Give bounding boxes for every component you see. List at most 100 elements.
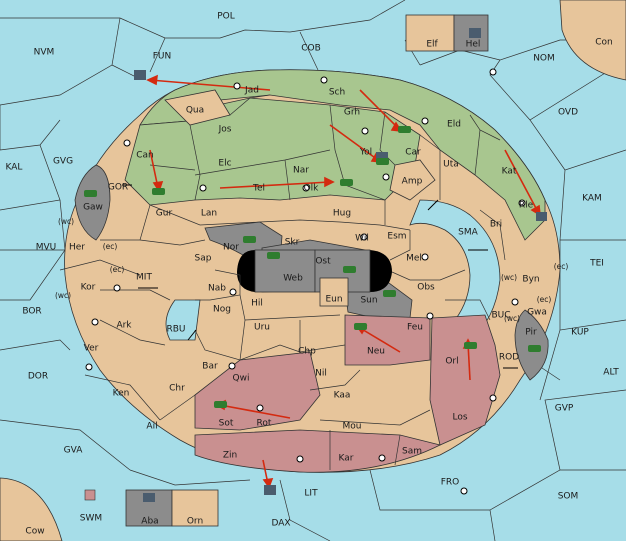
label-wc-kor: (wc) bbox=[55, 291, 71, 300]
label-sma: SMA bbox=[458, 228, 478, 238]
label-nar: Nar bbox=[293, 166, 309, 176]
army-unit[interactable] bbox=[214, 401, 227, 408]
army-unit[interactable] bbox=[528, 345, 541, 352]
army-unit[interactable] bbox=[243, 236, 256, 243]
label-dor: DOR bbox=[28, 372, 48, 382]
label-buc: BUC bbox=[491, 311, 510, 321]
label-alt: ALT bbox=[603, 368, 619, 378]
label-gwa: Gwa bbox=[527, 308, 547, 318]
label-rot: Rot bbox=[257, 419, 272, 429]
label-kaa: Kaa bbox=[334, 391, 351, 401]
fleet-unit[interactable] bbox=[84, 489, 96, 501]
label-grh: Grh bbox=[344, 108, 360, 118]
label-som: SOM bbox=[558, 492, 579, 502]
label-kor: Kor bbox=[81, 283, 96, 293]
label-ark: Ark bbox=[116, 321, 132, 331]
label-qua: Qua bbox=[186, 106, 204, 116]
label-ovd: OVD bbox=[558, 108, 578, 118]
label-zin: Zin bbox=[223, 451, 237, 461]
fleet-unit[interactable] bbox=[264, 485, 276, 495]
map-labels: POL NVM FUN COB Elf Hel NOM Con OVD KAL … bbox=[6, 12, 620, 537]
label-gvg: GVG bbox=[53, 157, 73, 167]
label-hel: Hel bbox=[466, 40, 481, 50]
army-unit[interactable] bbox=[340, 179, 353, 186]
label-kar: Kar bbox=[339, 454, 354, 464]
label-tel: Tel bbox=[252, 184, 265, 194]
label-los: Los bbox=[452, 413, 467, 423]
region-gaw[interactable] bbox=[74, 164, 111, 241]
label-eld: Eld bbox=[447, 120, 461, 130]
label-ec-byn: (ec) bbox=[554, 262, 569, 271]
label-jad: Jad bbox=[244, 86, 259, 96]
label-sch: Sch bbox=[329, 88, 345, 98]
label-sam: Sam bbox=[402, 447, 422, 457]
label-ec-kor: (ec) bbox=[110, 265, 125, 274]
label-nil: Nil bbox=[315, 369, 327, 379]
region-eun[interactable] bbox=[319, 277, 349, 307]
label-obs: Obs bbox=[417, 283, 435, 293]
label-bor: BOR bbox=[22, 307, 41, 317]
label-kal: KAL bbox=[6, 163, 23, 173]
red-bottom[interactable] bbox=[194, 429, 442, 473]
fleet-unit[interactable] bbox=[376, 152, 388, 162]
fleet-unit[interactable] bbox=[536, 212, 547, 221]
label-pol: POL bbox=[217, 12, 235, 22]
label-rbu: RBU bbox=[166, 325, 185, 335]
label-hug: Hug bbox=[333, 209, 351, 219]
label-kam: KAM bbox=[582, 194, 602, 204]
label-olk: Olk bbox=[304, 184, 320, 194]
fleet-unit[interactable] bbox=[134, 70, 146, 80]
label-nor: Nor bbox=[223, 243, 239, 253]
army-unit[interactable] bbox=[354, 323, 367, 330]
fleet-unit[interactable] bbox=[469, 28, 481, 38]
label-byn: Byn bbox=[522, 275, 539, 285]
army-unit[interactable] bbox=[376, 158, 389, 165]
label-car: Car bbox=[405, 148, 421, 158]
label-orn: Orn bbox=[187, 517, 203, 527]
label-gva: GVA bbox=[64, 446, 84, 456]
label-jos: Jos bbox=[218, 125, 232, 135]
region-amp[interactable] bbox=[389, 159, 436, 201]
label-qwi: Qwi bbox=[233, 374, 250, 384]
label-wc-byn: (wc) bbox=[501, 273, 517, 282]
label-ec-gwa: (ec) bbox=[537, 295, 552, 304]
label-neu: Neu bbox=[367, 347, 385, 357]
label-skr: Skr bbox=[285, 238, 300, 248]
units[interactable] bbox=[84, 28, 547, 502]
label-cow: Cow bbox=[25, 527, 44, 537]
region-orn[interactable] bbox=[171, 489, 219, 527]
region-web[interactable] bbox=[254, 249, 316, 293]
label-hil: Hil bbox=[251, 299, 263, 309]
label-nab: Nab bbox=[208, 284, 226, 294]
red-south[interactable] bbox=[194, 351, 321, 431]
supply-centers bbox=[85, 68, 526, 495]
army-unit[interactable] bbox=[152, 188, 165, 195]
label-mvu: MVU bbox=[36, 243, 57, 253]
label-uta: Uta bbox=[443, 160, 459, 170]
label-fro: FRO bbox=[441, 478, 460, 488]
army-unit[interactable] bbox=[267, 252, 280, 259]
label-lan: Lan bbox=[201, 209, 217, 219]
region-con[interactable] bbox=[559, 0, 626, 81]
label-fun: FUN bbox=[153, 52, 172, 62]
label-her: Her bbox=[69, 243, 85, 253]
army-unit[interactable] bbox=[464, 342, 477, 349]
fleet-unit[interactable] bbox=[143, 493, 155, 502]
army-unit[interactable] bbox=[84, 190, 97, 197]
red-east[interactable] bbox=[429, 314, 501, 446]
army-unit[interactable] bbox=[398, 126, 411, 133]
label-mit: MIT bbox=[136, 273, 152, 283]
label-dax: DAX bbox=[271, 519, 290, 529]
label-lit: LIT bbox=[304, 489, 318, 499]
army-unit[interactable] bbox=[383, 290, 396, 297]
label-ver: Ver bbox=[84, 344, 99, 354]
label-feu: Feu bbox=[407, 323, 423, 333]
label-ail: Ail bbox=[146, 422, 157, 432]
label-mel: Mel bbox=[406, 254, 422, 264]
label-chr: Chr bbox=[169, 384, 185, 394]
army-unit[interactable] bbox=[343, 266, 356, 273]
label-can: Can bbox=[136, 151, 154, 161]
label-ost: Ost bbox=[315, 257, 331, 267]
label-aba: Aba bbox=[141, 517, 158, 527]
